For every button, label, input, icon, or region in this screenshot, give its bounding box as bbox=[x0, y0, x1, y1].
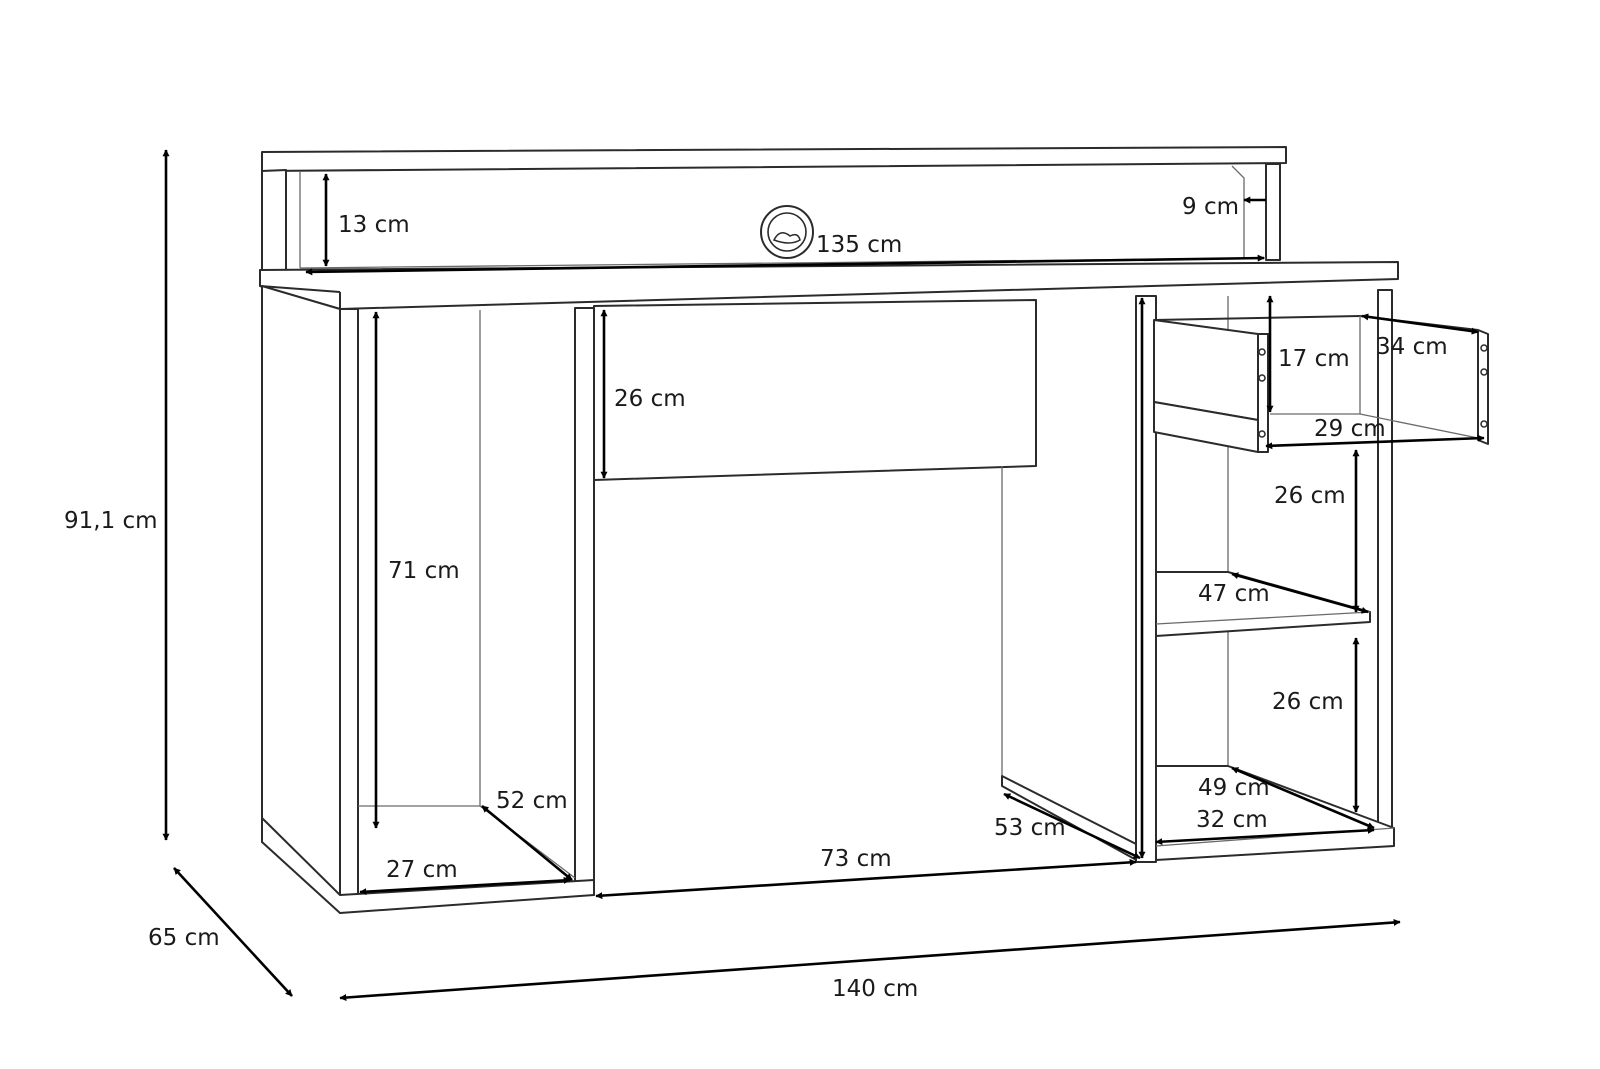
label-upper-shelf-height: 26 cm bbox=[1274, 483, 1346, 509]
dimension-labels: 91,1 cm 65 cm 140 cm 13 cm 135 cm 9 cm 7… bbox=[64, 194, 1448, 1002]
label-total-width: 140 cm bbox=[832, 976, 918, 1002]
right-outer-panel bbox=[1377, 289, 1393, 833]
label-knee-space-depth: 53 cm bbox=[994, 815, 1066, 841]
center-drawer-panel bbox=[593, 299, 1037, 481]
label-left-compartment-width: 27 cm bbox=[386, 857, 458, 883]
arrow-upper-shelf-depth bbox=[1231, 572, 1369, 614]
label-drawer-height: 17 cm bbox=[1278, 346, 1350, 372]
arrow-total-depth bbox=[173, 867, 293, 997]
label-lower-shelf-height: 26 cm bbox=[1272, 689, 1344, 715]
label-left-compartment-depth: 52 cm bbox=[496, 788, 568, 814]
cable-grommet-icon bbox=[760, 205, 814, 259]
arrow-drawer-width bbox=[1265, 434, 1485, 450]
hutch-left-side bbox=[261, 169, 287, 271]
label-center-drawer-height: 26 cm bbox=[614, 386, 686, 412]
label-lower-shelf-depth: 49 cm bbox=[1198, 775, 1270, 801]
label-total-height: 91,1 cm bbox=[64, 508, 158, 534]
arrow-drawer-depth bbox=[1361, 313, 1479, 335]
hutch-right-side bbox=[1265, 163, 1281, 261]
label-hutch-width: 135 cm bbox=[816, 232, 902, 258]
left-front-left-panel bbox=[339, 308, 359, 896]
arrow-left-compartment-width bbox=[359, 876, 571, 896]
left-front-right-panel bbox=[574, 307, 595, 896]
label-hutch-height: 13 cm bbox=[338, 212, 410, 238]
arrow-total-width bbox=[339, 918, 1401, 1002]
label-left-compartment-height: 71 cm bbox=[388, 558, 460, 584]
arrow-lower-shelf-depth bbox=[1231, 766, 1375, 830]
arrow-left-compartment-depth bbox=[481, 804, 573, 882]
label-drawer-width: 29 cm bbox=[1314, 416, 1386, 442]
drawer-left-side bbox=[1257, 333, 1269, 453]
bottom-shelf bbox=[1155, 765, 1395, 861]
drawer-back bbox=[1477, 329, 1489, 445]
arrow-hutch-width bbox=[305, 254, 1265, 276]
label-knee-space-width: 73 cm bbox=[820, 846, 892, 872]
arrow-knee-space-width bbox=[595, 858, 1137, 900]
left-side-panel bbox=[261, 285, 341, 896]
label-upper-shelf-depth: 47 cm bbox=[1198, 581, 1270, 607]
hutch-top-shelf bbox=[261, 146, 1287, 172]
label-lower-shelf-width: 32 cm bbox=[1196, 807, 1268, 833]
arrow-knee-space-depth bbox=[1003, 792, 1141, 860]
label-drawer-depth: 34 cm bbox=[1376, 334, 1448, 360]
dimension-arrows bbox=[162, 149, 1485, 1002]
label-hutch-side-depth: 9 cm bbox=[1182, 194, 1239, 220]
arrow-lower-shelf-width bbox=[1155, 826, 1375, 846]
label-total-depth: 65 cm bbox=[148, 925, 220, 951]
